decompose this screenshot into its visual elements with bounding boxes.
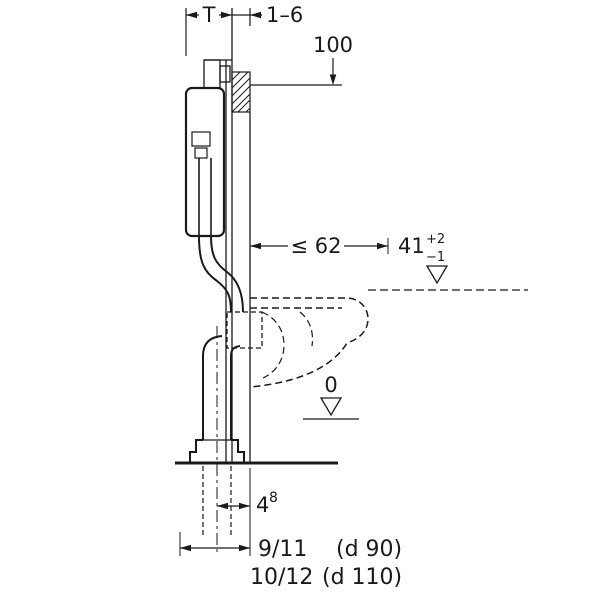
dim-label-depth-max: ≤ 62 xyxy=(291,234,342,258)
dim-label-seat-height: 41 xyxy=(398,234,425,258)
level-triangle-icon xyxy=(425,265,449,285)
dimension-frame-depth: T xyxy=(185,3,232,56)
dim-label-outlet-110-pipe: (d 110) xyxy=(322,565,402,590)
flush-bend-pipe xyxy=(198,235,244,313)
arrow-left-icon xyxy=(250,242,261,250)
dim-label-100: 100 xyxy=(313,33,353,57)
dim-label-offset-4-sup: 8 xyxy=(269,490,278,506)
dim-label-outlet-110: 10/12 xyxy=(250,565,313,590)
level-triangle-icon xyxy=(319,397,343,417)
dimension-outlet-90: 9/11 (d 90) xyxy=(179,468,402,562)
dimension-depth-max: ≤ 62 xyxy=(250,234,389,258)
outlet-connector xyxy=(226,311,263,349)
arrow-left-icon xyxy=(180,544,191,552)
cistern xyxy=(184,86,226,238)
dimension-offset-4: 4 8 xyxy=(217,490,278,517)
arrow-down-icon xyxy=(329,74,337,85)
dim-label-zero: 0 xyxy=(324,373,337,397)
dim-label-plate-range: 1–6 xyxy=(266,3,303,27)
wc-pan-outline xyxy=(249,297,369,388)
arrow-right-icon xyxy=(239,544,250,552)
level-mark-seat-height: 41 +2 −1 xyxy=(368,232,528,291)
dimension-outlet-110: 10/12 (d 110) xyxy=(250,565,402,590)
dim-label-outlet-90: 9/11 xyxy=(258,537,307,562)
dim-label-outlet-90-pipe: (d 90) xyxy=(336,537,402,562)
arrow-right-icon xyxy=(239,502,250,510)
dimension-height-100: 100 xyxy=(250,33,353,86)
dim-label-seat-tol-minus: −1 xyxy=(426,250,445,265)
arrow-left-icon xyxy=(217,502,228,510)
level-mark-zero: 0 xyxy=(303,373,359,420)
wall-hatch-section xyxy=(231,71,251,113)
arrow-left-icon xyxy=(186,11,197,19)
dimension-plate-range: 1–6 xyxy=(232,3,303,27)
arrow-left-icon xyxy=(250,11,261,19)
drain-pipe xyxy=(189,326,245,552)
dim-label-frame-depth: T xyxy=(202,3,216,27)
dim-label-seat-tol-plus: +2 xyxy=(426,232,445,247)
arrow-right-icon xyxy=(221,11,232,19)
arrow-right-icon xyxy=(377,242,388,250)
dim-label-offset-4: 4 xyxy=(256,493,269,517)
